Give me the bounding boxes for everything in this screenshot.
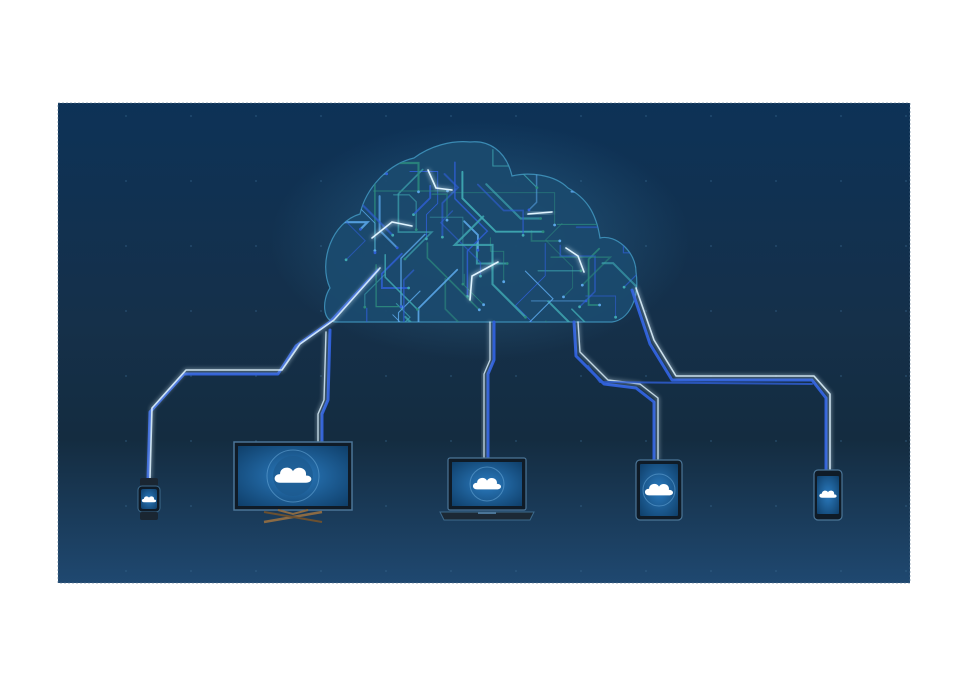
cloud-icon <box>644 483 674 496</box>
cloud-icon <box>141 496 157 503</box>
cloud-icon <box>274 467 312 483</box>
tablet-device <box>635 459 683 521</box>
smartwatch-device <box>137 478 161 520</box>
cloud-icon <box>472 477 502 490</box>
monitor-device <box>233 441 353 524</box>
cloud-icon <box>819 490 837 498</box>
laptop-device <box>439 457 535 521</box>
smartphone-device <box>813 469 843 521</box>
connection-wires <box>146 267 831 480</box>
